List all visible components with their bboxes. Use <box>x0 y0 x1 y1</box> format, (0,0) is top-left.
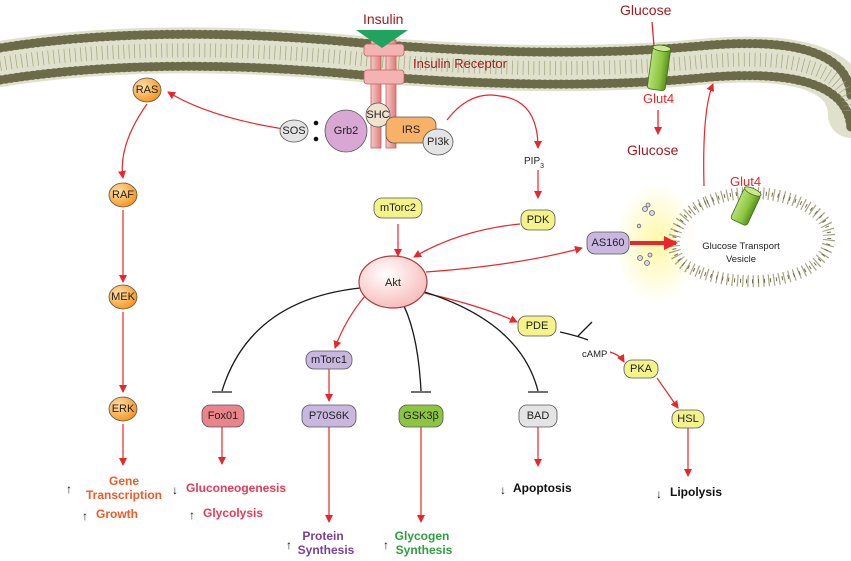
camp-label: cAMP <box>582 349 607 360</box>
activation-arrows <box>117 83 714 523</box>
lipolysis-arrow: ↓ <box>656 487 662 501</box>
erk-label: ERK <box>112 403 135 415</box>
pde-node <box>517 315 557 337</box>
apoptosis-arrow: ↓ <box>500 483 506 497</box>
glucose-outside-label: Glucose <box>620 2 672 18</box>
protein-synthesis-arrow: ↑ <box>286 538 292 552</box>
pdk-node <box>520 209 556 231</box>
irs-label: IRS <box>402 124 420 136</box>
apoptosis-label: Apoptosis <box>513 481 572 495</box>
glucose-transport-vesicle <box>667 187 836 288</box>
gsk3b-node <box>398 404 444 428</box>
growth-arrow: ↑ <box>82 509 88 523</box>
raf-label: RAF <box>112 189 134 201</box>
mtorc1-node <box>305 350 353 370</box>
insulin-receptor <box>363 39 405 149</box>
glut4-membrane-channel <box>647 44 672 92</box>
transcription-label: Transcription <box>86 488 162 502</box>
insulin-receptor-label: Insulin Receptor <box>413 56 508 71</box>
glycogen-synthesis-label: Synthesis <box>396 543 453 557</box>
pi3k-label: PI3k <box>427 136 450 148</box>
insulin-triangle <box>356 30 408 48</box>
bad-node <box>518 404 558 428</box>
phosphate-dots <box>636 202 655 266</box>
mek-label: MEK <box>111 291 136 303</box>
p70s6k-node <box>301 404 357 428</box>
mtorc1-label: mTorc1 <box>311 354 347 366</box>
p70s6k-label: P70S6K <box>309 410 350 422</box>
pka-node <box>623 359 659 379</box>
pdk-label: PDK <box>527 214 550 226</box>
as160-label: AS160 <box>591 237 624 249</box>
mtorc2-node <box>373 197 423 219</box>
shc-label: SHC <box>366 109 389 121</box>
akt-node <box>358 255 428 309</box>
pi3k-node <box>422 128 454 156</box>
ras-node <box>132 77 162 103</box>
gluconeogenesis-label: Gluconeogenesis <box>186 481 286 495</box>
glycolysis-label: Glycolysis <box>203 506 263 520</box>
mtorc2-label: mTorc2 <box>380 202 416 214</box>
hsl-label: HSL <box>677 413 698 425</box>
growth-label: Growth <box>96 507 138 521</box>
as160-node <box>586 231 630 255</box>
grb2-label: Grb2 <box>334 125 358 137</box>
pka-label: PKA <box>630 363 653 375</box>
sos-grb2-dot-bottom <box>313 136 319 142</box>
glut4-membrane-label: Glut4 <box>643 91 674 106</box>
bad-label: BAD <box>527 410 550 422</box>
grb2-node <box>324 109 368 153</box>
glucose-inside-label: Glucose <box>627 142 679 158</box>
gene-label: Gene <box>109 474 139 488</box>
vesicle-label-line2: Vesicle <box>726 254 756 265</box>
glycogen-label: Glycogen <box>395 529 450 543</box>
insulin-label: Insulin <box>363 11 403 27</box>
mek-node <box>108 284 138 310</box>
fox01-label: Fox01 <box>208 410 239 422</box>
glycogen-synthesis-arrow: ↑ <box>383 538 389 552</box>
glut4-vesicle-label: Glut4 <box>730 174 761 189</box>
raf-node <box>108 182 138 208</box>
hsl-node <box>671 409 705 429</box>
protein-synthesis-label: Synthesis <box>298 543 355 557</box>
sos-grb2-dot-top <box>313 120 319 126</box>
glut4-vesicle-channel <box>730 186 762 226</box>
pde-label: PDE <box>526 320 549 332</box>
gsk3b-label: GSK3β <box>403 410 439 422</box>
pip3-label: PIP3 <box>524 156 544 170</box>
glycolysis-arrow: ↑ <box>189 508 195 522</box>
fox01-node <box>201 404 245 428</box>
akt-label: Akt <box>385 277 401 289</box>
cell-membrane <box>0 27 851 138</box>
erk-node <box>108 396 138 422</box>
sos-node <box>279 119 309 143</box>
vesicle-label-line1: Glucose Transport <box>702 241 780 252</box>
lipolysis-label: Lipolysis <box>670 485 722 499</box>
gluconeogenesis-arrow: ↓ <box>172 483 178 497</box>
ras-label: RAS <box>136 84 159 96</box>
gene-transcription-arrow: ↑ <box>66 482 72 496</box>
protein-label: Protein <box>302 529 343 543</box>
shc-node <box>365 102 391 128</box>
sos-label: SOS <box>282 125 305 137</box>
